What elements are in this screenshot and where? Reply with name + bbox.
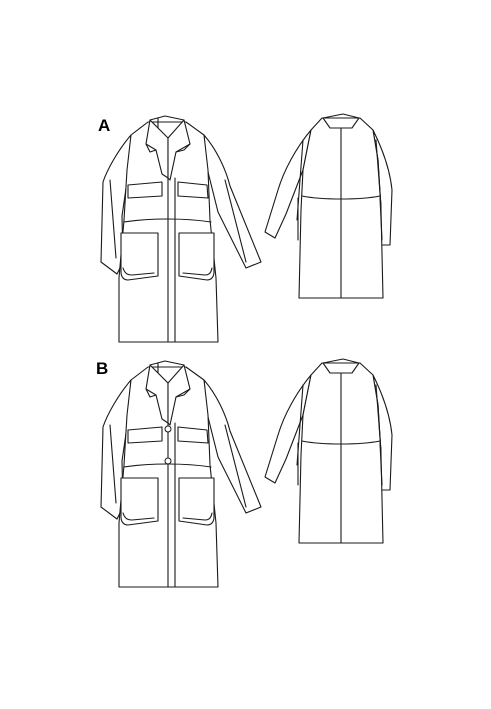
coat-b-buttons (164, 425, 172, 465)
view-label-a: A (98, 116, 111, 135)
coat-a-back (264, 113, 393, 299)
coat-b-front (100, 360, 262, 588)
coat-b-back (264, 358, 393, 544)
view-label-b: B (96, 359, 109, 378)
coat-a-front (100, 115, 262, 343)
button-lower (164, 457, 172, 465)
button-upper (164, 425, 172, 433)
